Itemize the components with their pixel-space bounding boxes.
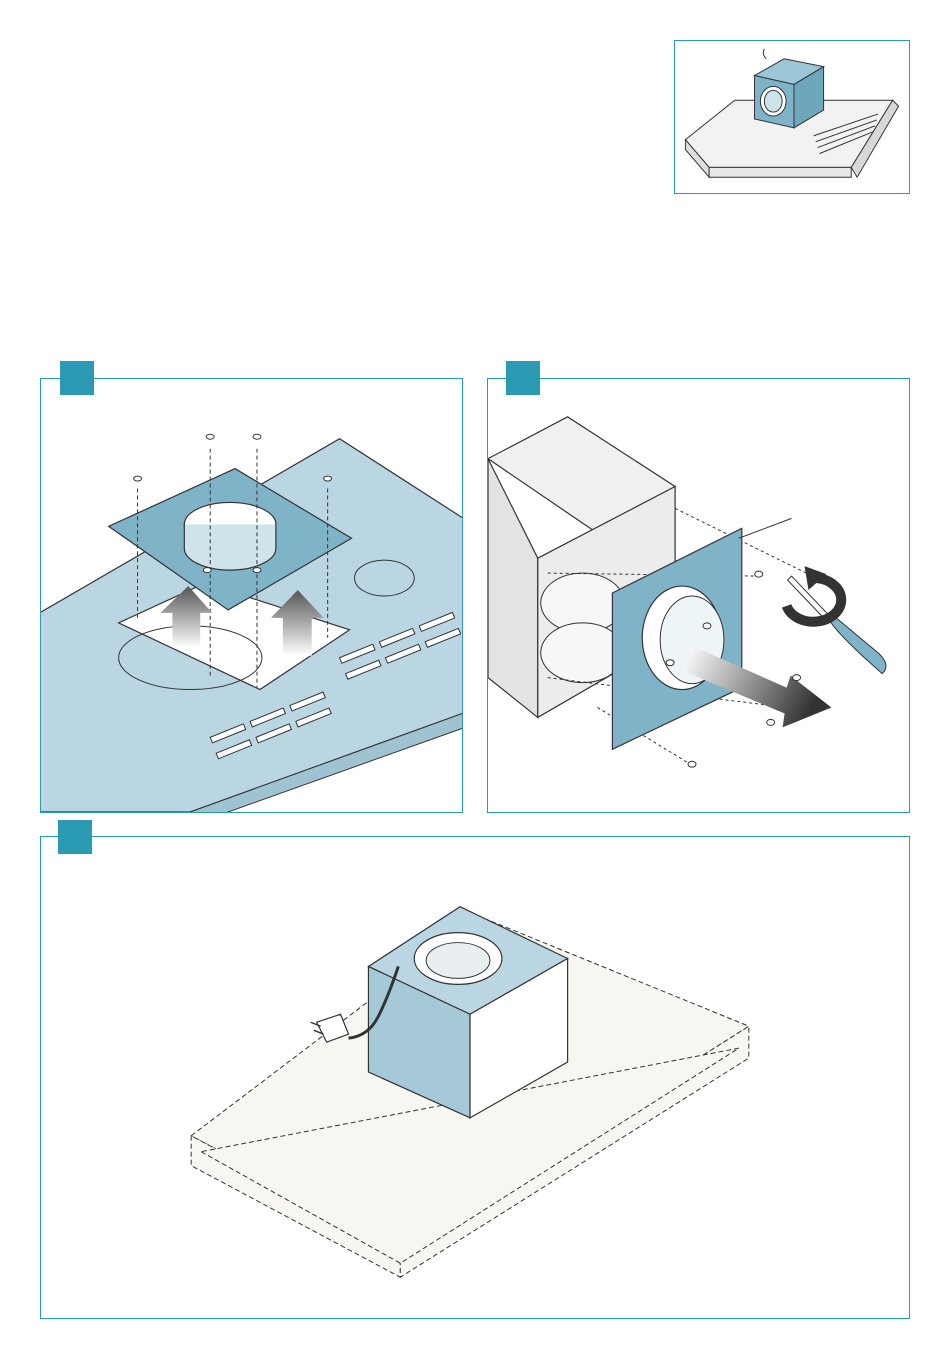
- step-3-panel: [40, 836, 910, 1319]
- step-3-badge: [58, 820, 92, 854]
- remove-adapter-plate-icon: [41, 379, 462, 812]
- step-1-panel: [40, 378, 463, 813]
- step-2-badge: [506, 361, 540, 395]
- unscrew-flange-icon: [488, 379, 909, 812]
- mount-motor-unit-icon: [41, 837, 909, 1318]
- overview-panel: [674, 40, 910, 194]
- step-2-panel: [487, 378, 910, 813]
- step-1-badge: [60, 361, 94, 395]
- motor-unit-overview-icon: [675, 41, 909, 193]
